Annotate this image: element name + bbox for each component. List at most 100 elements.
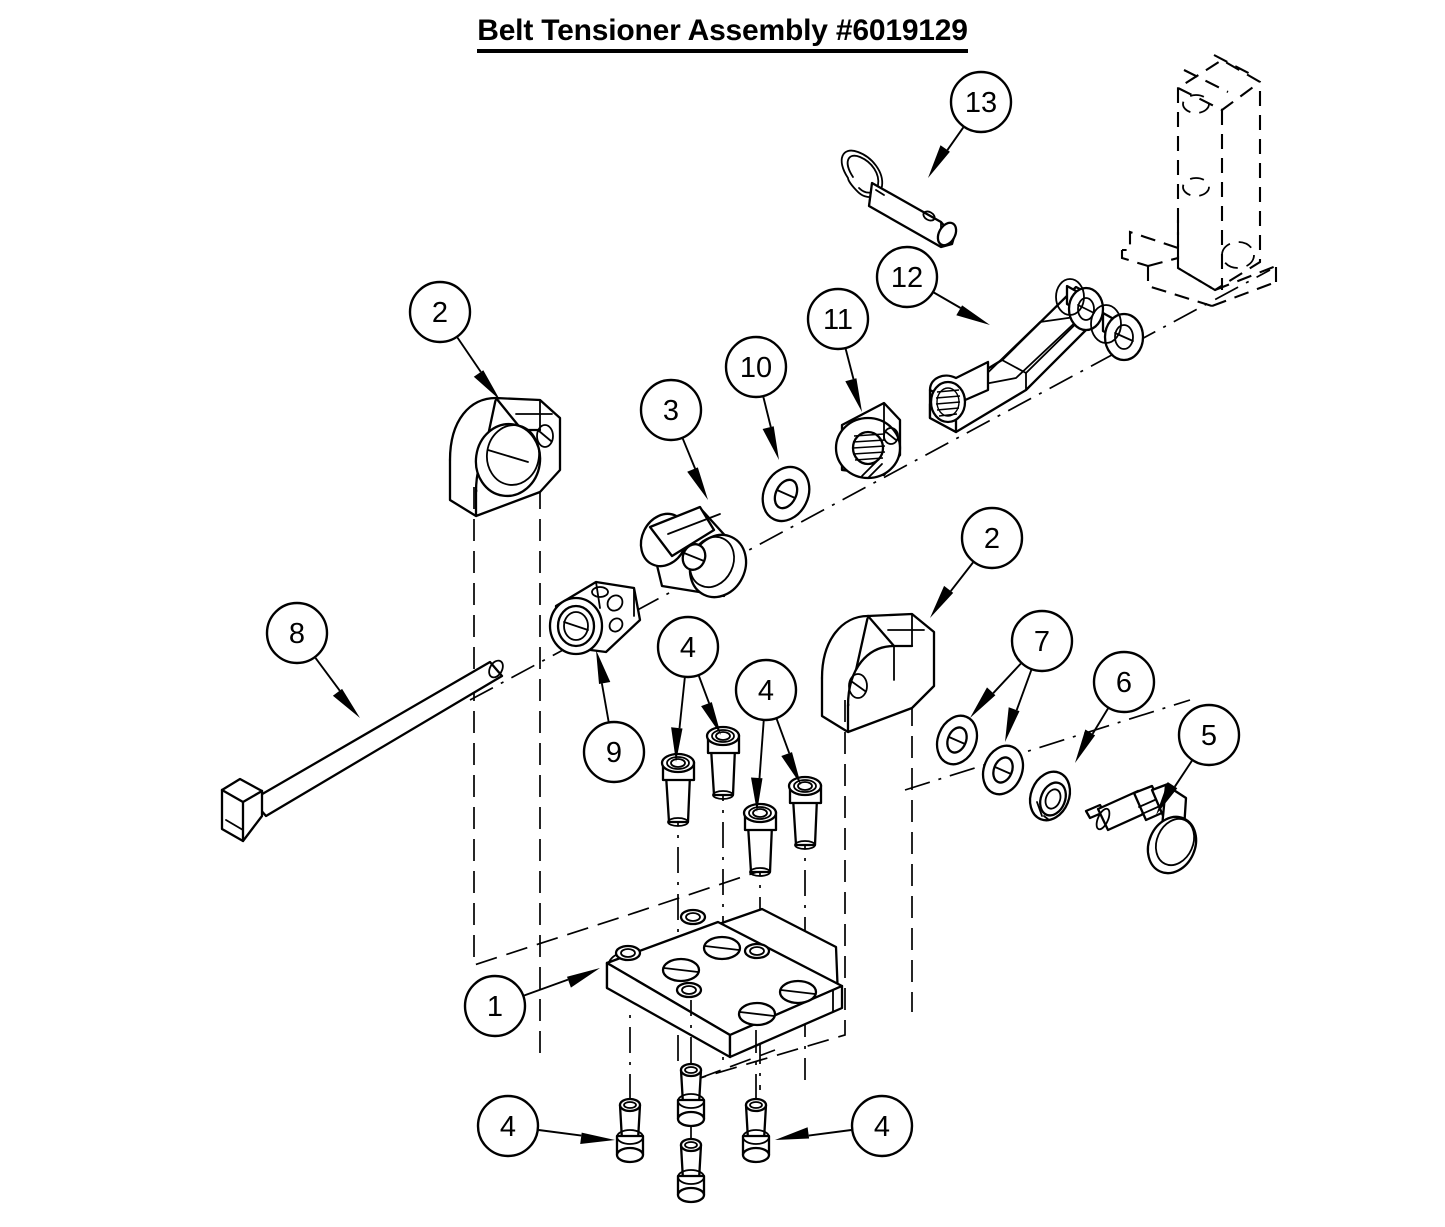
leader-line [681, 438, 696, 469]
balloon-number: 2 [432, 297, 448, 329]
part-cylindrical-pivot-pin [639, 505, 748, 599]
part-mounting-base-plate [605, 907, 844, 1059]
balloon-number: 7 [1034, 626, 1050, 658]
part-knob-handle-bolt [1084, 782, 1198, 875]
balloon-circle[interactable] [639, 378, 703, 442]
part-bearing-pillow-block-left [448, 396, 562, 518]
leader-line [946, 126, 965, 151]
leader-arrowhead [970, 687, 996, 718]
callout-7[interactable]: 7 [970, 609, 1074, 742]
balloon-circle[interactable] [960, 506, 1024, 570]
leader-arrowhead [671, 727, 683, 762]
balloon-number: 10 [740, 352, 772, 384]
leader-arrowhead [956, 305, 990, 325]
part-socket-head-cap-screw-lower-4 [741, 1097, 771, 1164]
part-flat-washer-small [761, 465, 811, 523]
callout-13[interactable]: 13 [928, 70, 1013, 178]
balloon-circle[interactable] [875, 245, 939, 309]
part-flat-washer-a [935, 714, 979, 766]
part-quick-release-pin [840, 149, 958, 249]
balloon-circle[interactable] [1177, 703, 1241, 767]
callout-1[interactable]: 1 [463, 968, 600, 1038]
leader-arrowhead [1156, 782, 1178, 815]
balloon-number: 13 [965, 87, 997, 119]
balloon-number: 6 [1116, 667, 1132, 699]
part-socket-head-cap-screw-upper-3 [742, 802, 778, 877]
callout-4[interactable]: 4 [656, 615, 721, 762]
page-title: Belt Tensioner Assembly #6019129 [0, 14, 1445, 53]
callout-12[interactable]: 12 [875, 245, 990, 325]
balloon-number: 1 [487, 991, 503, 1023]
leader-arrowhead [781, 752, 801, 785]
leader-line [775, 718, 791, 754]
balloon-circle[interactable] [1092, 650, 1156, 714]
balloon-circle[interactable] [1010, 609, 1074, 673]
leader-line [698, 675, 710, 704]
leader-arrowhead [845, 378, 862, 412]
balloon-circle[interactable] [582, 720, 646, 784]
callout-4[interactable]: 4 [476, 1094, 615, 1158]
leader-line [758, 720, 765, 779]
leader-line [933, 291, 962, 309]
balloon-circle[interactable] [463, 974, 527, 1038]
callout-9[interactable]: 9 [582, 650, 646, 784]
balloon-circle[interactable] [476, 1094, 540, 1158]
balloon-circle[interactable] [949, 70, 1013, 134]
part-socket-head-cap-screw-upper-2 [705, 725, 741, 800]
part-socket-head-cap-screw-upper-1 [660, 752, 696, 827]
leader-line [314, 657, 341, 692]
part-socket-head-cap-screw-lower-2 [676, 1062, 706, 1128]
callout-2[interactable]: 2 [408, 280, 500, 400]
leader-line [992, 662, 1022, 694]
balloon-number: 3 [663, 395, 679, 427]
leader-arrowhead [751, 777, 763, 812]
balloon-number: 4 [680, 632, 696, 664]
callout-4[interactable]: 4 [775, 1094, 914, 1158]
leader-arrowhead [928, 145, 950, 178]
callout-2[interactable]: 2 [930, 506, 1024, 618]
leader-line [808, 1129, 852, 1137]
callout-11[interactable]: 11 [806, 287, 870, 412]
mating-bracket-phantom [1120, 54, 1278, 308]
balloon-number: 9 [606, 737, 622, 769]
leader-arrowhead [775, 1127, 810, 1140]
balloon-circle[interactable] [724, 335, 788, 399]
part-flat-washer-b [981, 744, 1025, 796]
part-hex-head-shaft-bolt [220, 659, 504, 843]
leader-line [844, 348, 855, 380]
leader-arrowhead [687, 467, 708, 500]
balloon-circle[interactable] [806, 287, 870, 351]
leader-arrowhead [701, 702, 721, 735]
leader-line [538, 1129, 582, 1137]
leader-line [1015, 669, 1033, 711]
leader-arrowhead [580, 1132, 615, 1144]
callout-4[interactable]: 4 [734, 658, 801, 812]
leader-line [762, 396, 772, 428]
balloon-number: 12 [891, 262, 923, 294]
part-shaft-collar [548, 580, 642, 656]
balloon-circle[interactable] [850, 1094, 914, 1158]
balloon-number: 4 [874, 1111, 890, 1143]
callout-3[interactable]: 3 [639, 378, 708, 500]
leader-arrowhead [596, 650, 611, 684]
balloon-circle[interactable] [408, 280, 472, 344]
callout-8[interactable]: 8 [265, 601, 360, 718]
callout-10[interactable]: 10 [724, 335, 788, 460]
part-socket-head-cap-screw-upper-4 [787, 775, 823, 850]
balloon-number: 4 [758, 675, 774, 707]
balloon-circle[interactable] [265, 601, 329, 665]
part-socket-head-cap-screw-lower-3 [676, 1137, 706, 1204]
leader-line [950, 561, 974, 592]
balloon-circle[interactable] [734, 658, 798, 722]
balloon-number: 11 [823, 304, 853, 336]
part-socket-head-cap-screw-lower-1 [615, 1097, 645, 1164]
leader-arrowhead [332, 688, 360, 718]
callout-5[interactable]: 5 [1156, 703, 1241, 815]
balloon-circle[interactable] [656, 615, 720, 679]
callout-6[interactable]: 6 [1075, 650, 1156, 763]
balloon-number: 4 [500, 1111, 516, 1143]
leader-arrowhead [1005, 707, 1020, 742]
lower-screw-centerlines [629, 1000, 757, 1140]
